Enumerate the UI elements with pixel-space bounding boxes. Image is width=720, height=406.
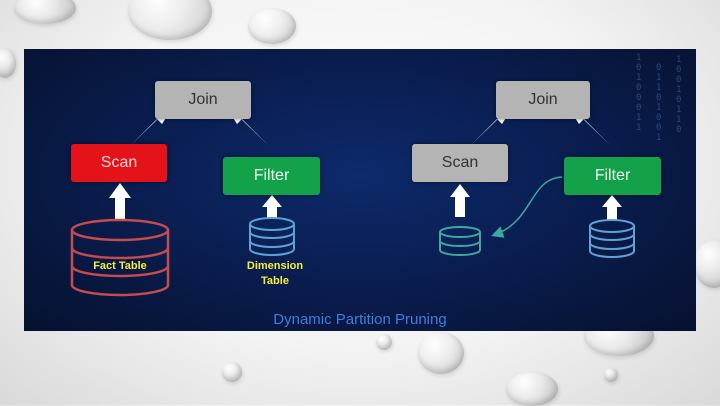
water-drop-decoration — [604, 368, 618, 382]
water-drop-decoration — [506, 372, 558, 406]
right-dimension-cylinder — [589, 219, 635, 258]
pruning-feedback-arrow — [491, 176, 563, 238]
binary-background-decoration: 1 0 0 1 0 1 1 0 — [676, 55, 682, 135]
water-drop-decoration — [14, 0, 76, 24]
right-filter-node: Filter — [564, 157, 661, 195]
arrow-right-table-to-scan — [450, 184, 470, 217]
arrow-filter-to-join — [228, 110, 272, 149]
arrow-dimension-to-filter — [262, 195, 282, 219]
arrow-right-dimension-to-filter — [602, 195, 622, 221]
dimension-table-label: Dimension Table — [238, 259, 312, 289]
water-drop-decoration — [0, 48, 16, 78]
arrow-scan-to-join — [127, 110, 171, 149]
water-drop-decoration — [694, 240, 720, 288]
arrow-right-filter-to-join — [570, 110, 614, 149]
arrow-right-scan-to-join — [467, 110, 511, 149]
fact-table-label: Fact Table — [93, 260, 147, 272]
diagram-panel: 1 0 1 0 0 0 1 1 0 1 1 0 1 0 0 1 1 0 0 1 … — [24, 49, 696, 331]
water-drop-decoration — [376, 334, 392, 350]
dimension-label-line1: Dimension — [246, 260, 304, 272]
pruned-table-cylinder — [439, 226, 481, 256]
diagram-caption: Dynamic Partition Pruning — [273, 311, 447, 328]
right-scan-node: Scan — [412, 144, 508, 182]
water-drop-decoration — [222, 362, 242, 382]
water-drop-decoration — [248, 8, 296, 44]
diagram-graphics — [70, 110, 635, 297]
right-join-node: Join — [496, 81, 590, 119]
scan-node-highlighted: Scan — [71, 144, 167, 182]
binary-background-decoration: 0 1 1 0 1 0 0 1 — [656, 63, 662, 143]
water-drop-decoration — [128, 0, 212, 40]
water-drop-decoration — [418, 332, 464, 374]
filter-node: Filter — [223, 157, 320, 195]
fact-table-cylinder — [70, 218, 170, 297]
binary-background-decoration: 1 0 1 0 0 0 1 1 — [636, 53, 642, 133]
dimension-table-cylinder — [249, 217, 295, 256]
join-node: Join — [155, 81, 251, 119]
arrow-fact-to-scan — [109, 183, 131, 219]
dimension-label-line2: Table — [261, 275, 289, 287]
